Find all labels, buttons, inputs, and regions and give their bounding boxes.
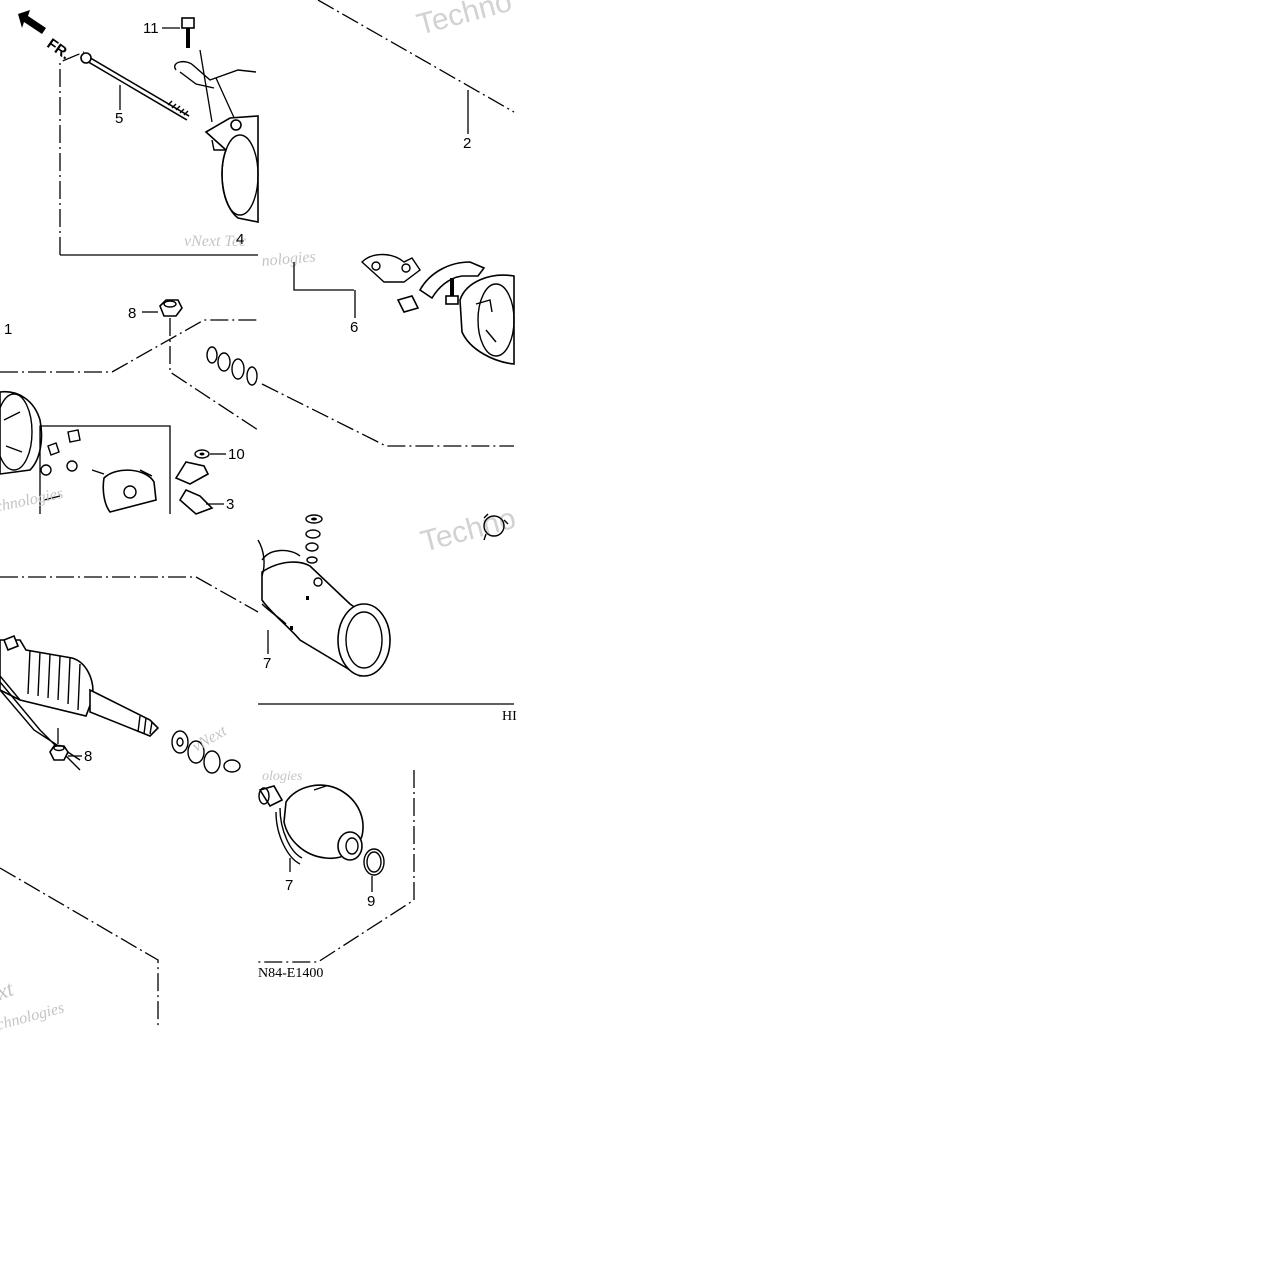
code-top-right: HI: [502, 709, 517, 724]
rear-housing: [204, 115, 259, 223]
watermark-vnext-tec: vNext Tec: [184, 233, 246, 250]
callout-7-mid: 7: [263, 655, 271, 672]
dash-line-2: [317, 0, 515, 113]
watermark-vnext-bottom: vNext: [190, 722, 231, 755]
dash-line-8: [169, 318, 259, 431]
callout-8-top: 8: [128, 305, 136, 322]
callout-9: 9: [367, 893, 375, 910]
armature: [0, 634, 160, 737]
watermark-tech-top: Techno: [413, 0, 515, 42]
brush-holder-set: [360, 253, 486, 313]
nut-8-bottom: [49, 744, 69, 761]
washer-10: [194, 449, 210, 459]
washer-stack-bottom: [171, 730, 241, 774]
panel-mid-right: Techno 7 HI: [257, 502, 519, 724]
callout-7-bottom: 7: [285, 877, 293, 894]
gear-fragment: [483, 513, 509, 541]
watermark-chnologies: chnologies: [0, 485, 65, 516]
washer-stack: [206, 346, 258, 386]
yoke-assembly: [261, 549, 391, 678]
bushing: [258, 785, 284, 808]
callout-2: 2: [463, 135, 471, 152]
front-arrow-icon: [18, 10, 46, 34]
watermark-xt: xt: [0, 975, 17, 1005]
callout-11: 11: [143, 20, 159, 37]
washer-stack-vertical: [305, 514, 323, 564]
panel-top-left: FR. 5 11 vNext Tec: [18, 0, 515, 256]
callout-8-bottom: 8: [84, 748, 92, 765]
dash-line-bottom: [0, 867, 159, 1028]
dash-line-washers: [261, 383, 514, 447]
watermark-nologies: nologies: [261, 248, 316, 270]
clip-bracket: [174, 60, 257, 89]
end-frame: [459, 274, 515, 365]
dash-line-cover: [258, 770, 415, 963]
bolt-11: [181, 17, 195, 48]
terminal-bracket: [174, 461, 210, 485]
through-bolt: [80, 52, 190, 121]
brush-holder: [40, 429, 157, 513]
callout-4: 4: [236, 231, 244, 248]
watermark-ologies-bottom: ologies: [262, 769, 303, 784]
watermark-chnologies-bottom: chnologies: [0, 999, 66, 1033]
callout-3: 3: [226, 496, 234, 513]
callout-6: 6: [350, 319, 358, 336]
diagram-code: N84-E1400: [258, 966, 323, 981]
panel-bottom-right: ologies 7 9 N84-E1400: [258, 769, 415, 981]
panel-mid-left: 1 8 1: [0, 299, 259, 516]
nut-8-top: [159, 299, 183, 317]
callout-10: 10: [228, 446, 245, 463]
panel-bottom-left: 8 vNext xt chnologies: [0, 576, 259, 1034]
watermark-tech-mid: Techno: [417, 502, 519, 559]
brush-3: [178, 488, 214, 515]
dash-line-1: [0, 319, 258, 373]
border-line: [59, 51, 85, 255]
panel-top-right: 2 nologies 6: [206, 0, 515, 447]
gear-case-cover: [275, 784, 364, 865]
o-ring-9: [363, 848, 385, 876]
callout-5: 5: [115, 110, 123, 127]
front-housing: [0, 391, 43, 475]
dash-line-armature: [0, 576, 259, 613]
callout-1: 1: [4, 321, 12, 338]
